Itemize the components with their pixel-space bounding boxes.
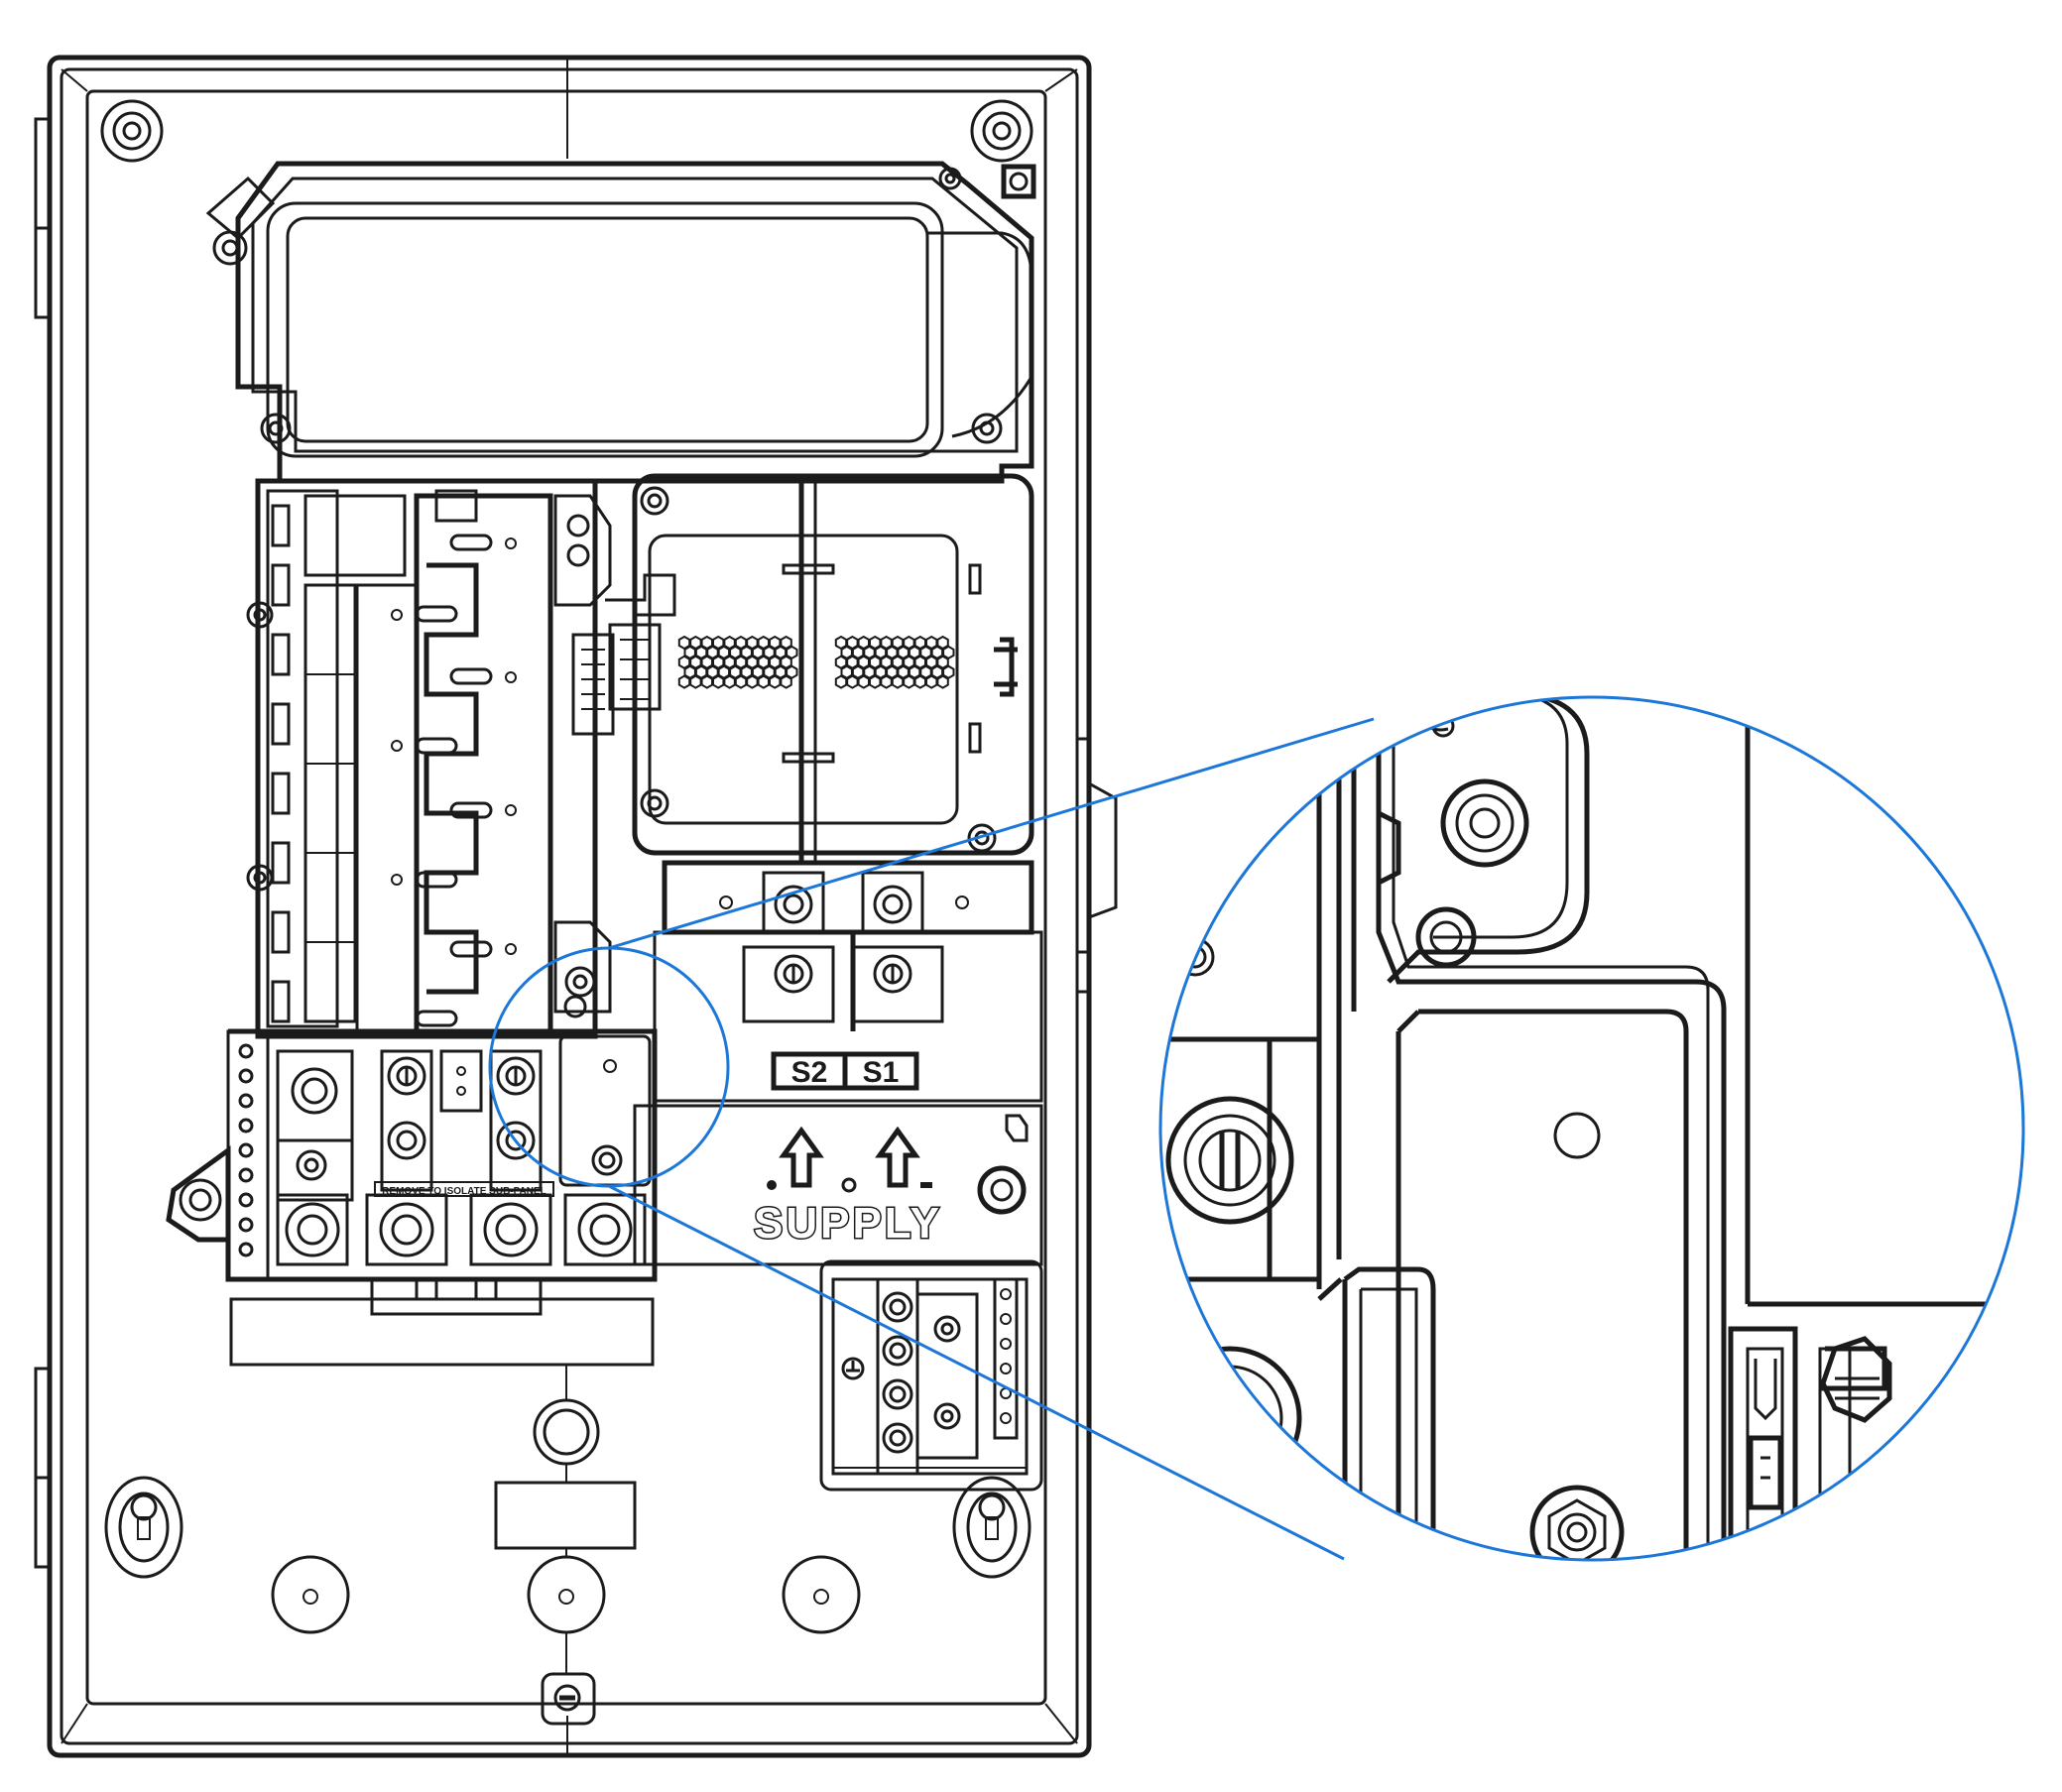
vent-hole <box>723 674 736 689</box>
vent-hole <box>689 674 702 689</box>
vent-hole <box>869 674 882 689</box>
keyhole-mount <box>952 1476 1031 1579</box>
vent-hole <box>746 674 759 689</box>
vent-hole <box>846 674 859 689</box>
vent-hole <box>936 674 949 689</box>
vent-hole <box>834 674 848 689</box>
vent-hole <box>780 655 792 669</box>
vent-hole <box>786 645 798 660</box>
keyhole-mount <box>104 1476 183 1579</box>
enclosure <box>34 55 1118 1758</box>
vent-hole <box>942 664 955 679</box>
vent-hole <box>677 674 691 689</box>
vent-hole <box>757 674 770 689</box>
vent-hole <box>786 664 798 679</box>
vent-hole <box>780 674 792 689</box>
vent-hole <box>780 635 792 651</box>
vent-hole <box>880 674 893 689</box>
supply-section: S2 S1 SUPPLY <box>571 473 1043 1266</box>
vent-hole <box>936 655 949 669</box>
vent-hole <box>891 674 905 689</box>
vent-hole <box>712 674 725 689</box>
supply-label: SUPPLY <box>754 1199 942 1248</box>
meter-housing <box>205 161 1036 484</box>
vent-hole <box>936 635 949 651</box>
up-arrow-icon <box>779 1126 824 1188</box>
vent-hole <box>700 674 713 689</box>
s1-label: S1 <box>863 1056 900 1089</box>
vent-hole <box>857 674 870 689</box>
up-arrow-icon <box>875 1126 920 1188</box>
zoom-detail <box>1160 697 2023 1560</box>
vent-hole <box>925 674 938 689</box>
vent-hole <box>769 674 782 689</box>
breaker-area <box>246 478 612 1039</box>
screw-icon <box>970 99 1033 163</box>
lug-block: REMOVE TO ISOLATE SUB-PANEL <box>166 1028 658 1367</box>
vent-hole <box>903 674 915 689</box>
ground-symbol-icon <box>841 1357 865 1380</box>
vent-hole <box>942 645 955 660</box>
ground-bar <box>819 1259 1043 1492</box>
vent-hole <box>734 674 748 689</box>
isolate-label: REMOVE TO ISOLATE SUB-PANEL <box>382 1186 546 1197</box>
vent-hole <box>913 674 926 689</box>
screw-icon <box>100 99 164 163</box>
detail-callout <box>488 695 2025 1562</box>
s2-label: S2 <box>791 1056 828 1089</box>
